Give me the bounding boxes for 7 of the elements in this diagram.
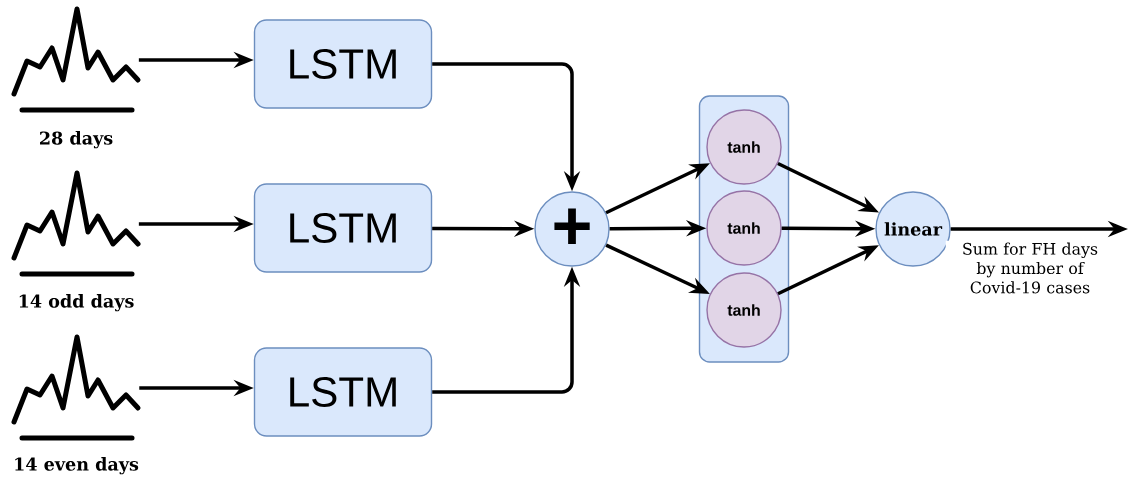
process-box: LSTM (253, 347, 433, 437)
edge-label: Sum for FH days by number of Covid-19 cases (963, 242, 1098, 294)
input-label: 14 odd days (19, 294, 134, 312)
input-label: 14 even days (15, 457, 139, 475)
process-box: LSTM (253, 19, 433, 109)
process-box: LSTM (253, 183, 433, 273)
input-label: 28 days (40, 131, 113, 149)
